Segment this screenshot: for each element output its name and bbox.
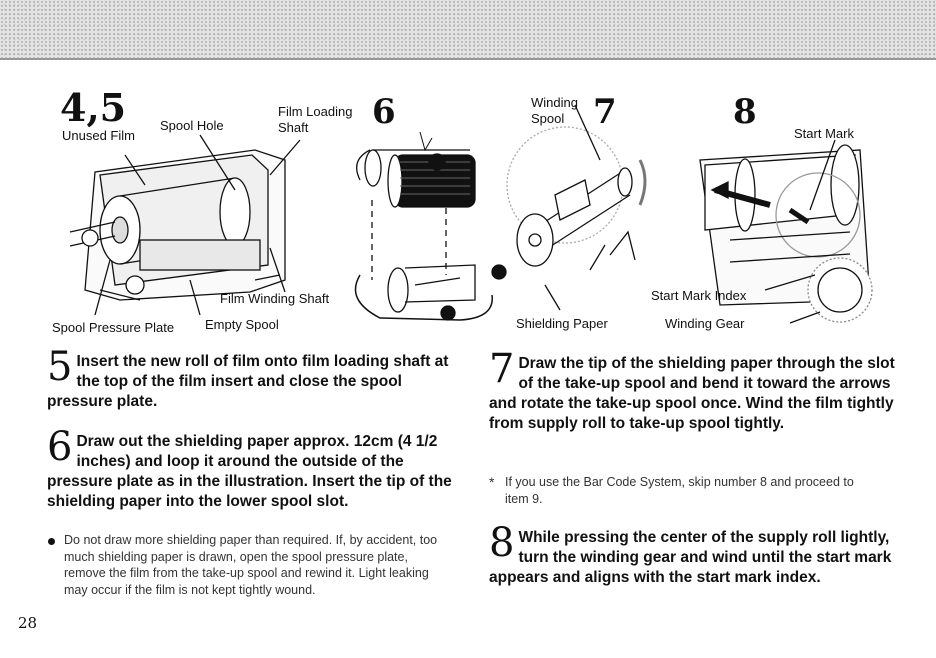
label-start-mark: Start Mark bbox=[794, 126, 854, 141]
label-empty-spool: Empty Spool bbox=[205, 317, 279, 332]
fig-step-8: 8 bbox=[733, 92, 757, 132]
label-start-mark-index: Start Mark Index bbox=[651, 288, 747, 303]
step-6-number: 6 bbox=[47, 424, 73, 470]
label-film-winding-shaft: Film Winding Shaft bbox=[220, 291, 330, 306]
step-8-text: While pressing the center of the supply … bbox=[489, 529, 892, 586]
bullet-icon bbox=[48, 538, 55, 545]
label-winding: Winding bbox=[531, 95, 578, 110]
fig-step-7: 7 bbox=[593, 92, 617, 132]
start-mark-drawing bbox=[699, 139, 873, 324]
loop-drawing bbox=[354, 131, 507, 321]
step-5-number: 5 bbox=[47, 344, 73, 390]
label-spool: Spool bbox=[531, 111, 565, 126]
label-film-loading: Film Loading bbox=[278, 104, 353, 119]
label-spool-hole: Spool Hole bbox=[160, 118, 224, 133]
label-unused-film: Unused Film bbox=[62, 128, 135, 143]
header-band bbox=[0, 0, 936, 58]
winding-spool-drawing bbox=[506, 104, 647, 311]
film-insert-drawing bbox=[69, 134, 301, 316]
label-winding-gear: Winding Gear bbox=[665, 316, 745, 331]
step-7-number: 7 bbox=[489, 346, 515, 392]
label-spool-pressure-plate: Spool Pressure Plate bbox=[52, 320, 175, 335]
label-shielding-paper: Shielding Paper bbox=[516, 316, 608, 331]
note-left: Do not draw more shielding paper than re… bbox=[64, 533, 438, 597]
illustrations bbox=[69, 104, 873, 324]
step-6-text: Draw out the shielding paper approx. 12c… bbox=[47, 433, 452, 510]
asterisk-mark: * bbox=[489, 474, 495, 490]
header-rule bbox=[0, 58, 936, 60]
step-7-text: Draw the tip of the shielding paper thro… bbox=[489, 355, 895, 432]
fig-step-6: 6 bbox=[372, 92, 396, 132]
step-5-text: Insert the new roll of film onto film lo… bbox=[47, 353, 449, 410]
fig-step-4-5: 4,5 bbox=[60, 85, 127, 130]
note-right: If you use the Bar Code System, skip num… bbox=[505, 475, 854, 506]
page-number: 28 bbox=[18, 614, 38, 632]
step-8-number: 8 bbox=[489, 520, 515, 566]
label-shaft: Shaft bbox=[278, 120, 309, 135]
